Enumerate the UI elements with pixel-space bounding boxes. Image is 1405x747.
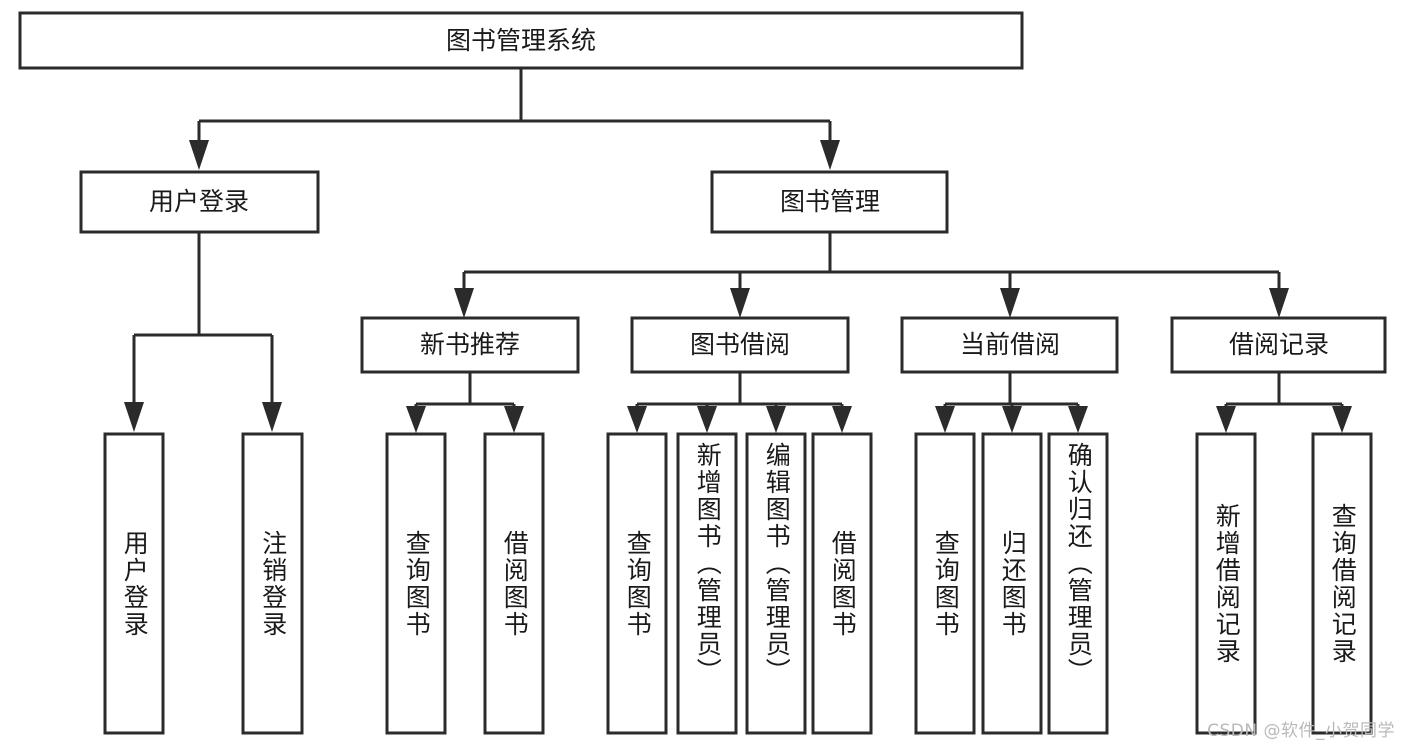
node-box-root[interactable]	[18, 11, 1024, 70]
arrow-head-new-book-recommend	[454, 288, 474, 318]
arrow-head-user-logout	[262, 402, 282, 432]
node-box-borrow-book-1[interactable]	[483, 432, 545, 735]
arrow-head-edit-book	[766, 406, 786, 433]
arrow-head-user-login-do	[124, 402, 144, 432]
arrow-head-book-manage	[820, 140, 840, 170]
node-box-query-borrow-record[interactable]	[1311, 432, 1373, 735]
connector-current-borrow-to-leaves	[935, 372, 1088, 433]
arrow-head-user-login	[189, 140, 209, 170]
arrow-head-query-book-3	[935, 406, 955, 433]
arrow-head-add-borrow-record	[1216, 406, 1236, 433]
connector-root-to-level1	[189, 68, 840, 170]
arrow-head-confirm-return	[1068, 406, 1088, 433]
arrow-head-current-borrow	[1000, 288, 1020, 318]
arrow-head-book-borrow	[730, 288, 750, 318]
connector-new-book-recommend-to-leaves	[406, 372, 524, 433]
node-box-query-book-3[interactable]	[914, 432, 976, 735]
node-label-book-borrow: 图书借阅	[690, 330, 790, 359]
arrow-head-add-book	[697, 406, 717, 433]
node-label-borrow-record: 借阅记录	[1229, 330, 1329, 359]
arrow-head-query-book-1	[406, 406, 426, 433]
arrow-head-borrow-record	[1269, 288, 1289, 318]
watermark-text: CSDN @软件_小贺同学	[1207, 721, 1395, 741]
node-label-current-borrow: 当前借阅	[960, 330, 1060, 359]
node-label-new-book-recommend: 新书推荐	[420, 330, 520, 359]
node-box-query-book-1[interactable]	[385, 432, 447, 735]
arrow-head-query-borrow-record	[1332, 406, 1352, 433]
connector-borrow-record-to-leaves	[1216, 372, 1352, 433]
node-box-user-login-do[interactable]	[103, 432, 165, 735]
node-box-borrow-record[interactable]	[1170, 316, 1387, 374]
connector-book-borrow-to-leaves	[627, 372, 852, 433]
node-label-user-login: 用户登录	[149, 187, 249, 216]
connector-user-login-to-leaves	[124, 232, 282, 432]
node-box-query-book-2[interactable]	[606, 432, 668, 735]
node-box-user-login[interactable]	[79, 170, 320, 234]
arrow-head-borrow-book-1	[504, 406, 524, 433]
node-box-book-borrow[interactable]	[630, 316, 850, 374]
node-label-root: 图书管理系统	[446, 26, 596, 55]
node-box-user-logout[interactable]	[241, 432, 304, 735]
node-box-edit-book[interactable]	[745, 432, 807, 735]
node-box-borrow-book-2[interactable]	[811, 432, 873, 735]
node-box-add-book[interactable]	[676, 432, 738, 735]
node-box-confirm-return[interactable]	[1047, 432, 1109, 735]
node-box-new-book-recommend[interactable]	[360, 316, 580, 374]
connector-book-manage-to-groups	[454, 232, 1289, 318]
node-label-book-manage: 图书管理	[780, 187, 880, 216]
node-box-add-borrow-record[interactable]	[1195, 432, 1257, 735]
arrow-head-query-book-2	[627, 406, 647, 433]
arrow-head-return-book	[1002, 406, 1022, 433]
node-box-book-manage[interactable]	[710, 170, 949, 234]
arrow-head-borrow-book-2	[832, 406, 852, 433]
node-box-return-book[interactable]	[981, 432, 1043, 735]
node-box-current-borrow[interactable]	[900, 316, 1119, 374]
